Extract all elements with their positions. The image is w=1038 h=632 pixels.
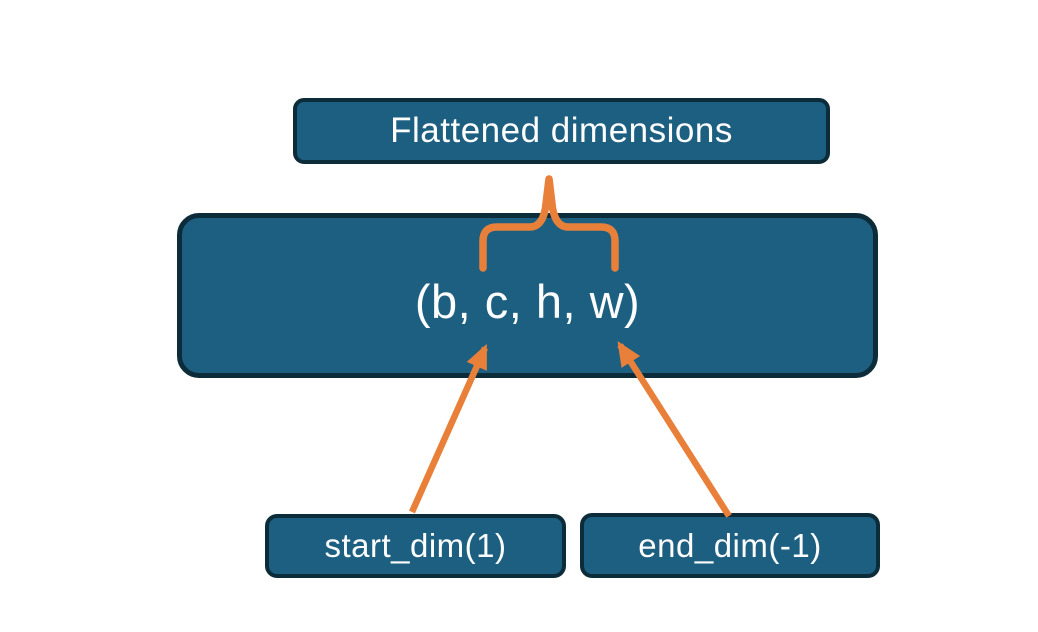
start-dim-box: start_dim(1): [265, 514, 566, 578]
flattened-dimensions-label: Flattened dimensions: [390, 111, 733, 150]
tensor-shape-box: (b, c, h, w): [177, 213, 878, 378]
tensor-shape-label: (b, c, h, w): [414, 275, 641, 328]
end-dim-label: end_dim(-1): [638, 526, 822, 564]
end-dim-box: end_dim(-1): [580, 513, 880, 578]
start-dim-label: start_dim(1): [324, 527, 507, 564]
flattened-dimensions-box: Flattened dimensions: [293, 98, 830, 164]
